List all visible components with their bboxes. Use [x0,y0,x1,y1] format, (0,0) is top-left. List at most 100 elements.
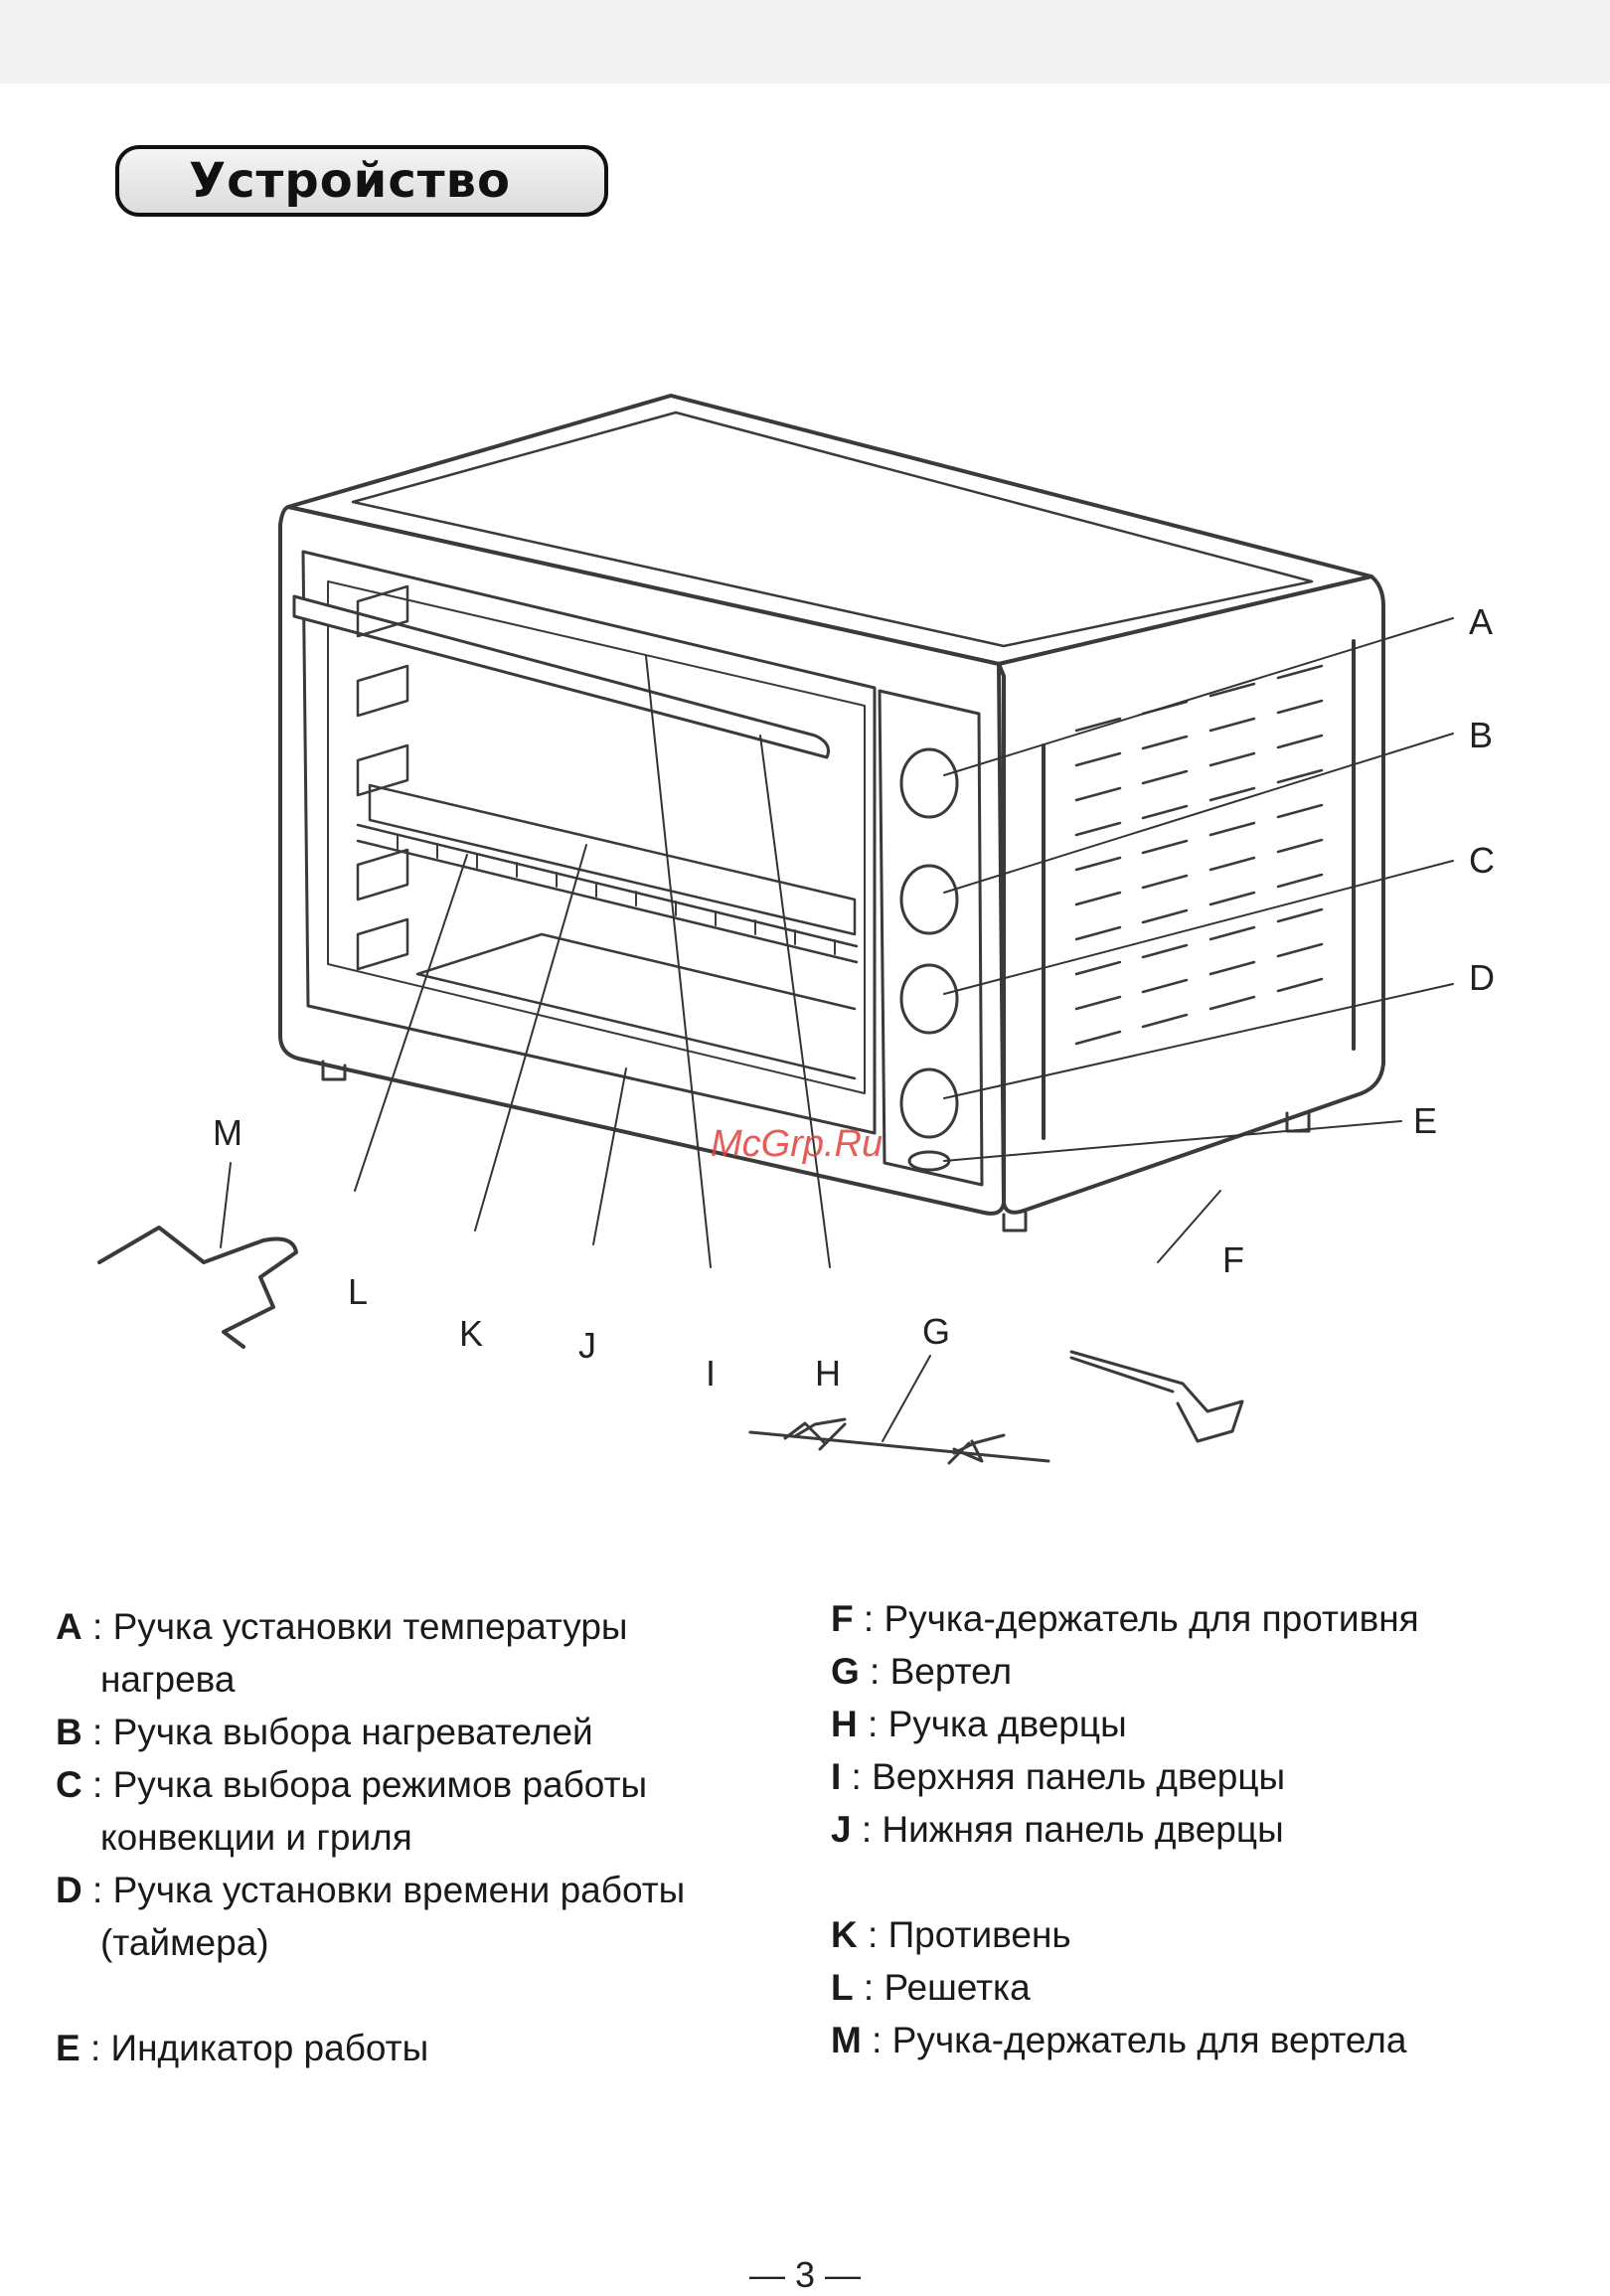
legend-item-f: F : Ручка-держатель для противня [831,1592,1546,1645]
legend-item-m: M : Ручка-держатель для вертела [831,2014,1546,2066]
callout-lines [220,617,1454,1442]
legend-letter: E [56,2028,80,2068]
callout-f: F [1222,1239,1244,1280]
legend-text: Вертел [889,1651,1013,1692]
legend-left-column: A : Ручка установки температуры нагрева … [56,1600,771,2074]
legend-item-e: E : Индикатор работы [56,2022,771,2074]
legend-letter: I [831,1756,842,1797]
oven-side-panel [997,574,1385,1215]
legend-letter: C [56,1764,82,1805]
door-handle [292,594,830,759]
legend-text: Ручка-держатель для вертела [891,2020,1407,2060]
lower-tray [415,932,857,1080]
watermark: McGrp.Ru [711,1123,884,1165]
legend-separator: : [851,1809,883,1850]
legend-letter: D [56,1870,82,1910]
callout-m: M [213,1112,242,1153]
callout-i: I [706,1353,716,1394]
callout-g: G [922,1311,950,1352]
control-panel [878,689,984,1187]
legend-spacer [56,1969,771,2022]
callout-k: K [459,1313,483,1354]
baking-tray [368,783,857,936]
legend-text: Ручка установки температуры [112,1606,628,1647]
wire-rack [356,823,859,964]
legend-item-i: I : Верхняя панель дверцы [831,1750,1546,1803]
legend-item-h: H : Ручка дверцы [831,1698,1546,1750]
legend-text: Решетка [884,1967,1031,2008]
legend-separator: : [81,1764,113,1805]
rotisserie-spit-g [748,1417,1050,1465]
legend-right-column: F : Ручка-держатель для противня G : Вер… [831,1592,1546,2066]
legend-separator: : [853,1598,885,1639]
legend-item-a: A : Ручка установки температуры нагрева [56,1600,771,1706]
callout-b: B [1469,715,1493,755]
callout-j: J [578,1325,596,1366]
legend-letter: L [831,1967,854,2008]
oven-diagram: A B C D E F G H I J K L M [0,298,1610,1491]
legend-letter: B [56,1712,82,1752]
legend-letter: H [831,1704,858,1744]
callout-c: C [1469,840,1495,881]
legend-separator: : [81,1870,113,1910]
legend-text: Ручка дверцы [887,1704,1127,1744]
legend-text: Верхняя панель дверцы [872,1756,1286,1797]
legend-continuation: конвекции и гриля [100,1817,412,1858]
callout-d: D [1469,957,1495,998]
oven-top-inset [351,410,1314,648]
control-knobs [899,747,959,1172]
section-title: Устройство [189,153,511,209]
side-vents [1042,639,1356,1140]
legend-letter: G [831,1651,860,1692]
knob-a [899,747,959,819]
legend-separator: : [841,1756,873,1797]
legend-item-d: D : Ручка установки времени работы (тайм… [56,1864,771,1969]
legend-item-j: J : Нижняя панель дверцы [831,1803,1546,1856]
legend-separator: : [81,1606,113,1647]
legend-continuation: нагрева [100,1659,236,1700]
oven-front-frame [278,505,1006,1216]
inner-wall-slots [356,584,409,971]
legend-letter: A [56,1606,82,1647]
top-band [0,0,1610,83]
legend-text: Ручка установки времени работы [112,1870,686,1910]
knob-c [899,963,959,1035]
legend-spacer [831,1856,1546,1908]
oven-door [301,550,877,1135]
knob-d [899,1067,959,1139]
wire-rack-bars [397,834,836,955]
section-title-pill: Устройство [115,145,608,217]
legend-separator: : [861,2020,892,2060]
oven-diagram-svg: A B C D E F G H I J K L M [97,394,1495,1465]
callout-h: H [815,1353,841,1394]
legend-continuation: (таймера) [100,1922,269,1963]
legend-separator: : [853,1967,885,2008]
legend-letter: M [831,2020,862,2060]
legend-separator: : [80,2028,111,2068]
legend-text: Индикатор работы [110,2028,429,2068]
legend-separator: : [81,1712,113,1752]
legend-text: Противень [887,1914,1071,1955]
legend-text: Ручка выбора режимов работы [112,1764,648,1805]
legend-text: Нижняя панель дверцы [882,1809,1284,1850]
legend-item-k: K : Противень [831,1908,1546,1961]
legend-text: Ручка выбора нагревателей [112,1712,593,1752]
legend-letter: F [831,1598,854,1639]
knob-b [899,864,959,935]
legend-letter: J [831,1809,852,1850]
callout-a: A [1469,601,1493,642]
legend-item-g: G : Вертел [831,1645,1546,1698]
callout-l: L [348,1271,368,1312]
legend-item-c: C : Ручка выбора режимов работы конвекци… [56,1758,771,1864]
callout-e: E [1413,1100,1437,1141]
legend-item-l: L : Решетка [831,1961,1546,2014]
legend-separator: : [859,1651,890,1692]
legend-text: Ручка-держатель для противня [884,1598,1419,1639]
legend-letter: K [831,1914,858,1955]
tray-holder-f [1069,1350,1244,1443]
legend-separator: : [857,1914,888,1955]
legend-separator: : [857,1704,888,1744]
oven-cavity [327,580,866,1094]
page-number: — 3 — [748,2254,862,2295]
legend-item-b: B : Ручка выбора нагревателей [56,1706,771,1758]
